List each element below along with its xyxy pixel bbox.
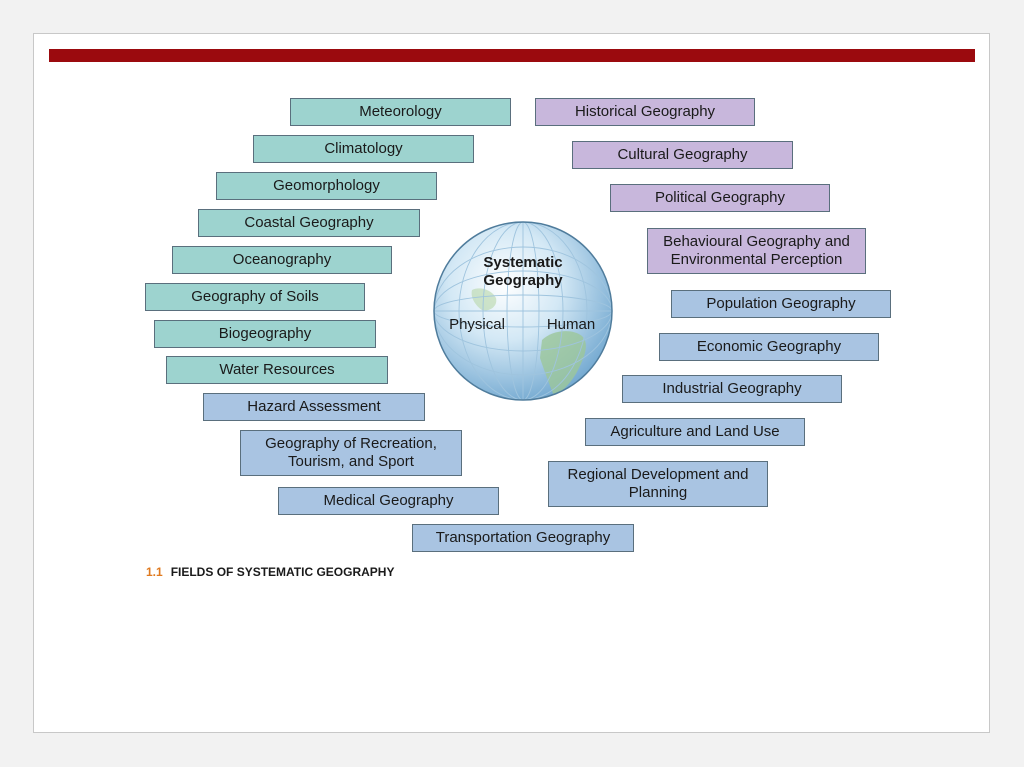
field-medical-geography: Medical Geography — [278, 487, 499, 515]
field-biogeography: Biogeography — [154, 320, 376, 348]
field-transportation-geography: Transportation Geography — [412, 524, 634, 552]
field-historical-geography: Historical Geography — [535, 98, 755, 126]
field-recreation-tourism-sport: Geography of Recreation, Tourism, and Sp… — [240, 430, 462, 476]
field-hazard-assessment: Hazard Assessment — [203, 393, 425, 421]
field-coastal-geography: Coastal Geography — [198, 209, 420, 237]
globe-icon — [433, 221, 613, 401]
field-geography-of-soils: Geography of Soils — [145, 283, 365, 311]
caption-number: 1.1 — [146, 565, 163, 579]
field-behavioural-geography: Behavioural Geography and Environmental … — [647, 228, 866, 274]
field-oceanography: Oceanography — [172, 246, 392, 274]
header-bar — [49, 49, 975, 62]
field-economic-geography: Economic Geography — [659, 333, 879, 361]
field-climatology: Climatology — [253, 135, 474, 163]
field-cultural-geography: Cultural Geography — [572, 141, 793, 169]
figure-caption: 1.1 FIELDS OF SYSTEMATIC GEOGRAPHY — [146, 565, 394, 579]
field-regional-development: Regional Development and Planning — [548, 461, 768, 507]
caption-text: FIELDS OF SYSTEMATIC GEOGRAPHY — [170, 565, 395, 579]
globe-human-label: Human — [546, 316, 596, 333]
field-geomorphology: Geomorphology — [216, 172, 437, 200]
field-water-resources: Water Resources — [166, 356, 388, 384]
field-meteorology: Meteorology — [290, 98, 511, 126]
globe-physical-label: Physical — [449, 316, 505, 333]
field-political-geography: Political Geography — [610, 184, 830, 212]
field-industrial-geography: Industrial Geography — [622, 375, 842, 403]
field-population-geography: Population Geography — [671, 290, 891, 318]
field-agriculture-land-use: Agriculture and Land Use — [585, 418, 805, 446]
globe-title: Systematic Geography — [483, 254, 563, 289]
